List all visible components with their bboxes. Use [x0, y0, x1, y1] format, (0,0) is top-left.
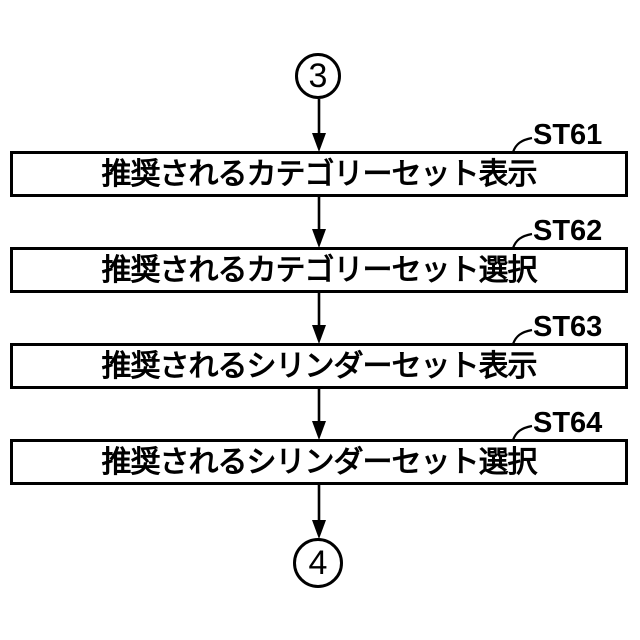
step-ref-st64: ST64 [533, 407, 603, 439]
ref-leader-st62 [511, 232, 533, 249]
step-box-st64-label: 推奨されるシリンダーセット選択 [101, 446, 538, 479]
arrowhead-3 [312, 325, 326, 344]
step-box-st61-label: 推奨されるカテゴリーセット表示 [101, 158, 538, 191]
offpage-connector-bottom: 4 [293, 538, 343, 588]
step-box-st62: 推奨されるカテゴリーセット選択 [10, 247, 628, 293]
arrowhead-4 [312, 421, 326, 440]
step-box-st63-label: 推奨されるシリンダーセット表示 [101, 350, 538, 383]
step-box-st63: 推奨されるシリンダーセット表示 [10, 343, 628, 389]
offpage-connector-top: 3 [295, 53, 341, 99]
arrowhead-5 [312, 520, 326, 539]
offpage-connector-top-number: 3 [308, 57, 328, 95]
step-ref-st63: ST63 [533, 311, 603, 343]
step-ref-st62: ST62 [533, 215, 603, 247]
ref-leader-st61 [511, 136, 533, 153]
step-box-st64: 推奨されるシリンダーセット選択 [10, 439, 628, 485]
ref-leader-st64 [511, 424, 533, 441]
step-ref-st61: ST61 [533, 119, 603, 151]
ref-leader-st63 [511, 328, 533, 345]
arrowhead-1 [312, 133, 326, 152]
arrowhead-2 [312, 229, 326, 248]
step-box-st61: 推奨されるカテゴリーセット表示 [10, 151, 628, 197]
step-box-st62-label: 推奨されるカテゴリーセット選択 [101, 254, 538, 287]
offpage-connector-bottom-number: 4 [308, 544, 328, 582]
